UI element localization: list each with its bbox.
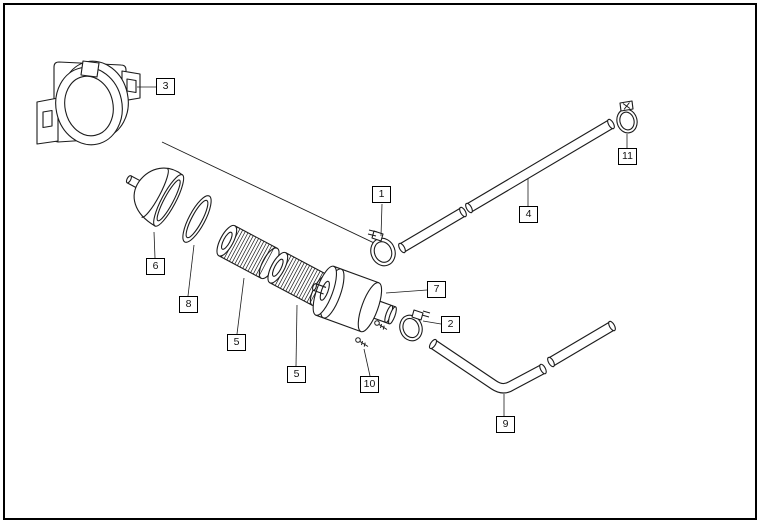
callout-leader-lines (137, 86, 628, 416)
leader-line-5b (295, 304, 298, 367)
callout-number: 2 (447, 318, 454, 331)
callout-number: 4 (525, 208, 532, 221)
callout-number: 5 (233, 336, 240, 349)
part-callout-5b: 5 (287, 366, 306, 383)
fuel-hose-part-4 (398, 118, 615, 254)
part-callout-2: 2 (441, 316, 460, 333)
callout-number: 7 (433, 283, 440, 296)
leader-line-6 (153, 231, 156, 259)
part-callout-9: 9 (496, 416, 515, 433)
end-cap-part-6 (125, 167, 185, 227)
filter-body-part-7 (312, 265, 397, 333)
part-callout-1: 1 (372, 186, 391, 203)
callout-number: 8 (185, 298, 192, 311)
callout-number: 11 (622, 150, 633, 163)
leader-line-8 (187, 244, 195, 297)
bent-hose-part-9 (428, 320, 616, 394)
part-callout-7: 7 (427, 281, 446, 298)
leader-line-5a (236, 277, 245, 335)
part-callout-10: 10 (360, 376, 379, 393)
support-bracket-part-3 (36, 60, 141, 146)
callout-number: 6 (152, 260, 159, 273)
part-callout-5a: 5 (227, 334, 246, 351)
part-callout-4: 4 (519, 206, 538, 223)
part-callout-11: 11 (618, 148, 637, 165)
leader-line-10 (363, 348, 371, 377)
leader-line-2 (422, 320, 442, 325)
callout-number: 1 (378, 188, 385, 201)
leader-line-7 (385, 289, 428, 294)
callout-number: 9 (502, 418, 509, 431)
part-callout-8: 8 (179, 296, 198, 313)
o-ring-part-8 (182, 195, 212, 243)
part-callout-3: 3 (156, 78, 175, 95)
assembly-axis-line (161, 141, 392, 252)
screws-part-10 (355, 320, 388, 347)
leader-line-1 (380, 203, 383, 237)
callout-number: 3 (162, 80, 169, 93)
callout-number: 5 (293, 368, 300, 381)
hose-clamp-part-2 (399, 309, 431, 342)
hose-clamp-part-11 (616, 100, 638, 134)
callout-number: 10 (363, 378, 376, 391)
part-callout-6: 6 (146, 258, 165, 275)
hose-clamp-part-1 (367, 229, 396, 267)
